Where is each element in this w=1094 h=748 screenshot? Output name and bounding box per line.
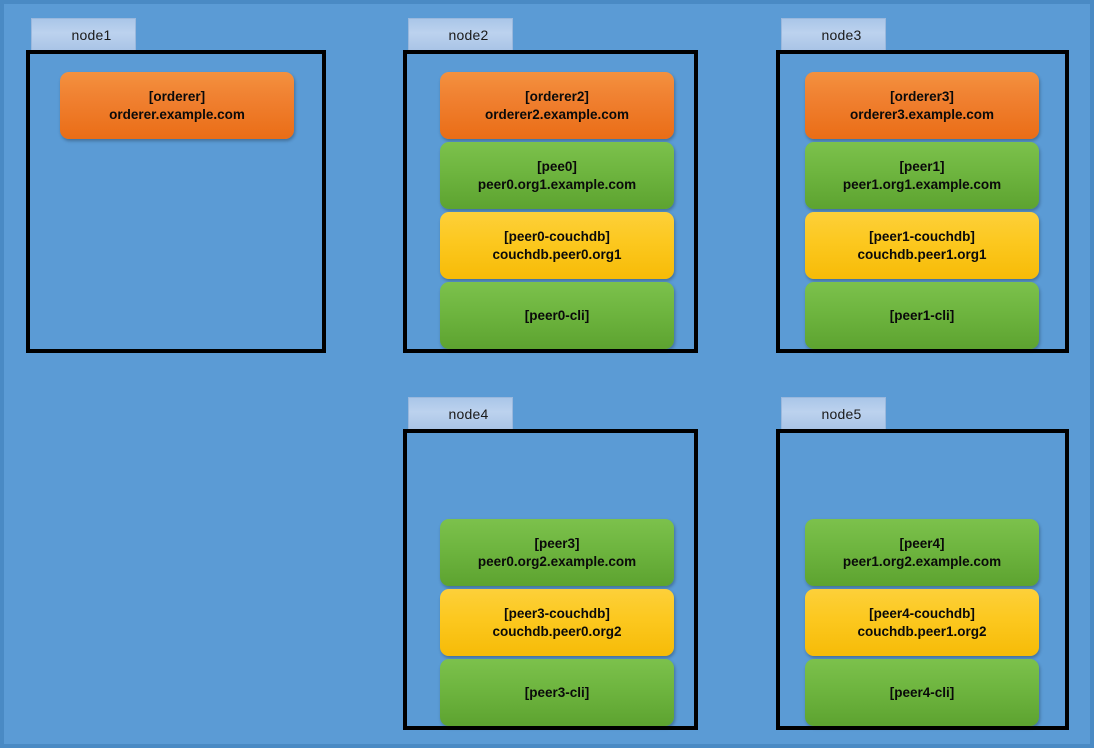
node-label-text: node5 (821, 405, 862, 422)
node-label-text: node2 (448, 26, 489, 43)
service-name: [orderer3] (890, 88, 954, 104)
service-box-peer4[interactable]: [peer4] peer1.org2.example.com (805, 519, 1039, 586)
service-name: [peer1-couchdb] (869, 228, 975, 244)
service-box-peer3-couchdb[interactable]: [peer3-couchdb] couchdb.peer0.org2 (440, 589, 674, 656)
service-box-peer4-cli[interactable]: [peer4-cli] (805, 659, 1039, 726)
node-frame-node4: [peer3] peer0.org2.example.com [peer3-couc… (403, 429, 698, 730)
node-group-node2: node2 [orderer2] orderer2.example.com [pee0… (403, 18, 698, 353)
node-label-tab-node4: node4 (408, 397, 513, 430)
node-label-text: node1 (71, 26, 112, 43)
service-name: [peer0-cli] (524, 307, 590, 323)
service-box-peer4-couchdb[interactable]: [peer4-couchdb] couchdb.peer1.org2 (805, 589, 1039, 656)
service-name: [peer1] (899, 158, 945, 174)
node-frame-node2: [orderer2] orderer2.example.com [pee0] peer… (403, 50, 698, 353)
service-hostname: peer0.org1.example.com (477, 176, 637, 192)
service-hostname: orderer2.example.com (484, 106, 630, 122)
service-name: [orderer2] (525, 88, 589, 104)
service-name: [peer4-couchdb] (869, 605, 975, 621)
node-group-node1: node1 [orderer] orderer.example.com (26, 18, 326, 353)
service-name: [peer0-couchdb] (504, 228, 610, 244)
node-frame-node1: [orderer] orderer.example.com (26, 50, 326, 353)
service-box-peer0-cli[interactable]: [peer0-cli] (440, 282, 674, 349)
service-box-orderer[interactable]: [orderer] orderer.example.com (60, 72, 294, 139)
service-name: [peer3-cli] (524, 684, 590, 700)
service-box-peer1[interactable]: [peer1] peer1.org1.example.com (805, 142, 1039, 209)
node-group-node4: node4[peer3]peer0.org2.example.com[peer3… (403, 397, 698, 730)
service-name: [peer4-cli] (889, 684, 955, 700)
service-hostname: peer1.org1.example.com (842, 176, 1002, 192)
service-box-peer3-cli[interactable]: [peer3-cli] (440, 659, 674, 726)
service-hostname: couchdb.peer0.org2 (492, 623, 622, 639)
node-label-tab-node1: node1 (31, 18, 136, 51)
service-name: [peer4] (899, 535, 945, 551)
service-box-peer1-couchdb[interactable]: [peer1-couchdb] couchdb.peer1.org1 (805, 212, 1039, 279)
service-hostname: peer1.org2.example.com (842, 553, 1002, 569)
service-box-orderer2[interactable]: [orderer2] orderer2.example.com (440, 72, 674, 139)
service-name: [peer3] (534, 535, 580, 551)
service-name: [orderer] (148, 88, 206, 104)
node-label-tab-node2: node2 (408, 18, 513, 51)
service-name: [peer3-couchdb] (504, 605, 610, 621)
service-name: [pee0] (537, 158, 577, 174)
service-name: [peer1-cli] (889, 307, 955, 323)
service-hostname: peer0.org2.example.com (477, 553, 637, 569)
service-hostname: orderer3.example.com (849, 106, 995, 122)
service-hostname: couchdb.peer1.org1 (857, 246, 987, 262)
node-label-text: node3 (821, 26, 862, 43)
service-box-peer0-couchdb[interactable]: [peer0-couchdb] couchdb.peer0.org1 (440, 212, 674, 279)
service-box-pee0[interactable]: [pee0] peer0.org1.example.com (440, 142, 674, 209)
service-box-orderer3[interactable]: [orderer3] orderer3.example.com (805, 72, 1039, 139)
node-frame-node3: [orderer3] orderer3.example.com [peer1] pee… (776, 50, 1069, 353)
node-label-tab-node3: node3 (781, 18, 886, 51)
service-hostname: couchdb.peer1.org2 (857, 623, 987, 639)
node-frame-node5: [peer4] peer1.org2.example.com [peer4-couc… (776, 429, 1069, 730)
service-hostname: orderer.example.com (109, 106, 245, 122)
service-box-peer1-cli[interactable]: [peer1-cli] (805, 282, 1039, 349)
node-group-node5: node5[peer4]peer1.org2.example.com[peer4… (776, 397, 1069, 730)
service-box-peer3[interactable]: [peer3] peer0.org2.example.com (440, 519, 674, 586)
service-hostname: couchdb.peer0.org1 (492, 246, 622, 262)
node-label-tab-node5: node5 (781, 397, 886, 430)
node-group-node3: node3 [orderer3] orderer3.example.com [peer… (776, 18, 1069, 353)
node-label-text: node4 (448, 405, 489, 422)
